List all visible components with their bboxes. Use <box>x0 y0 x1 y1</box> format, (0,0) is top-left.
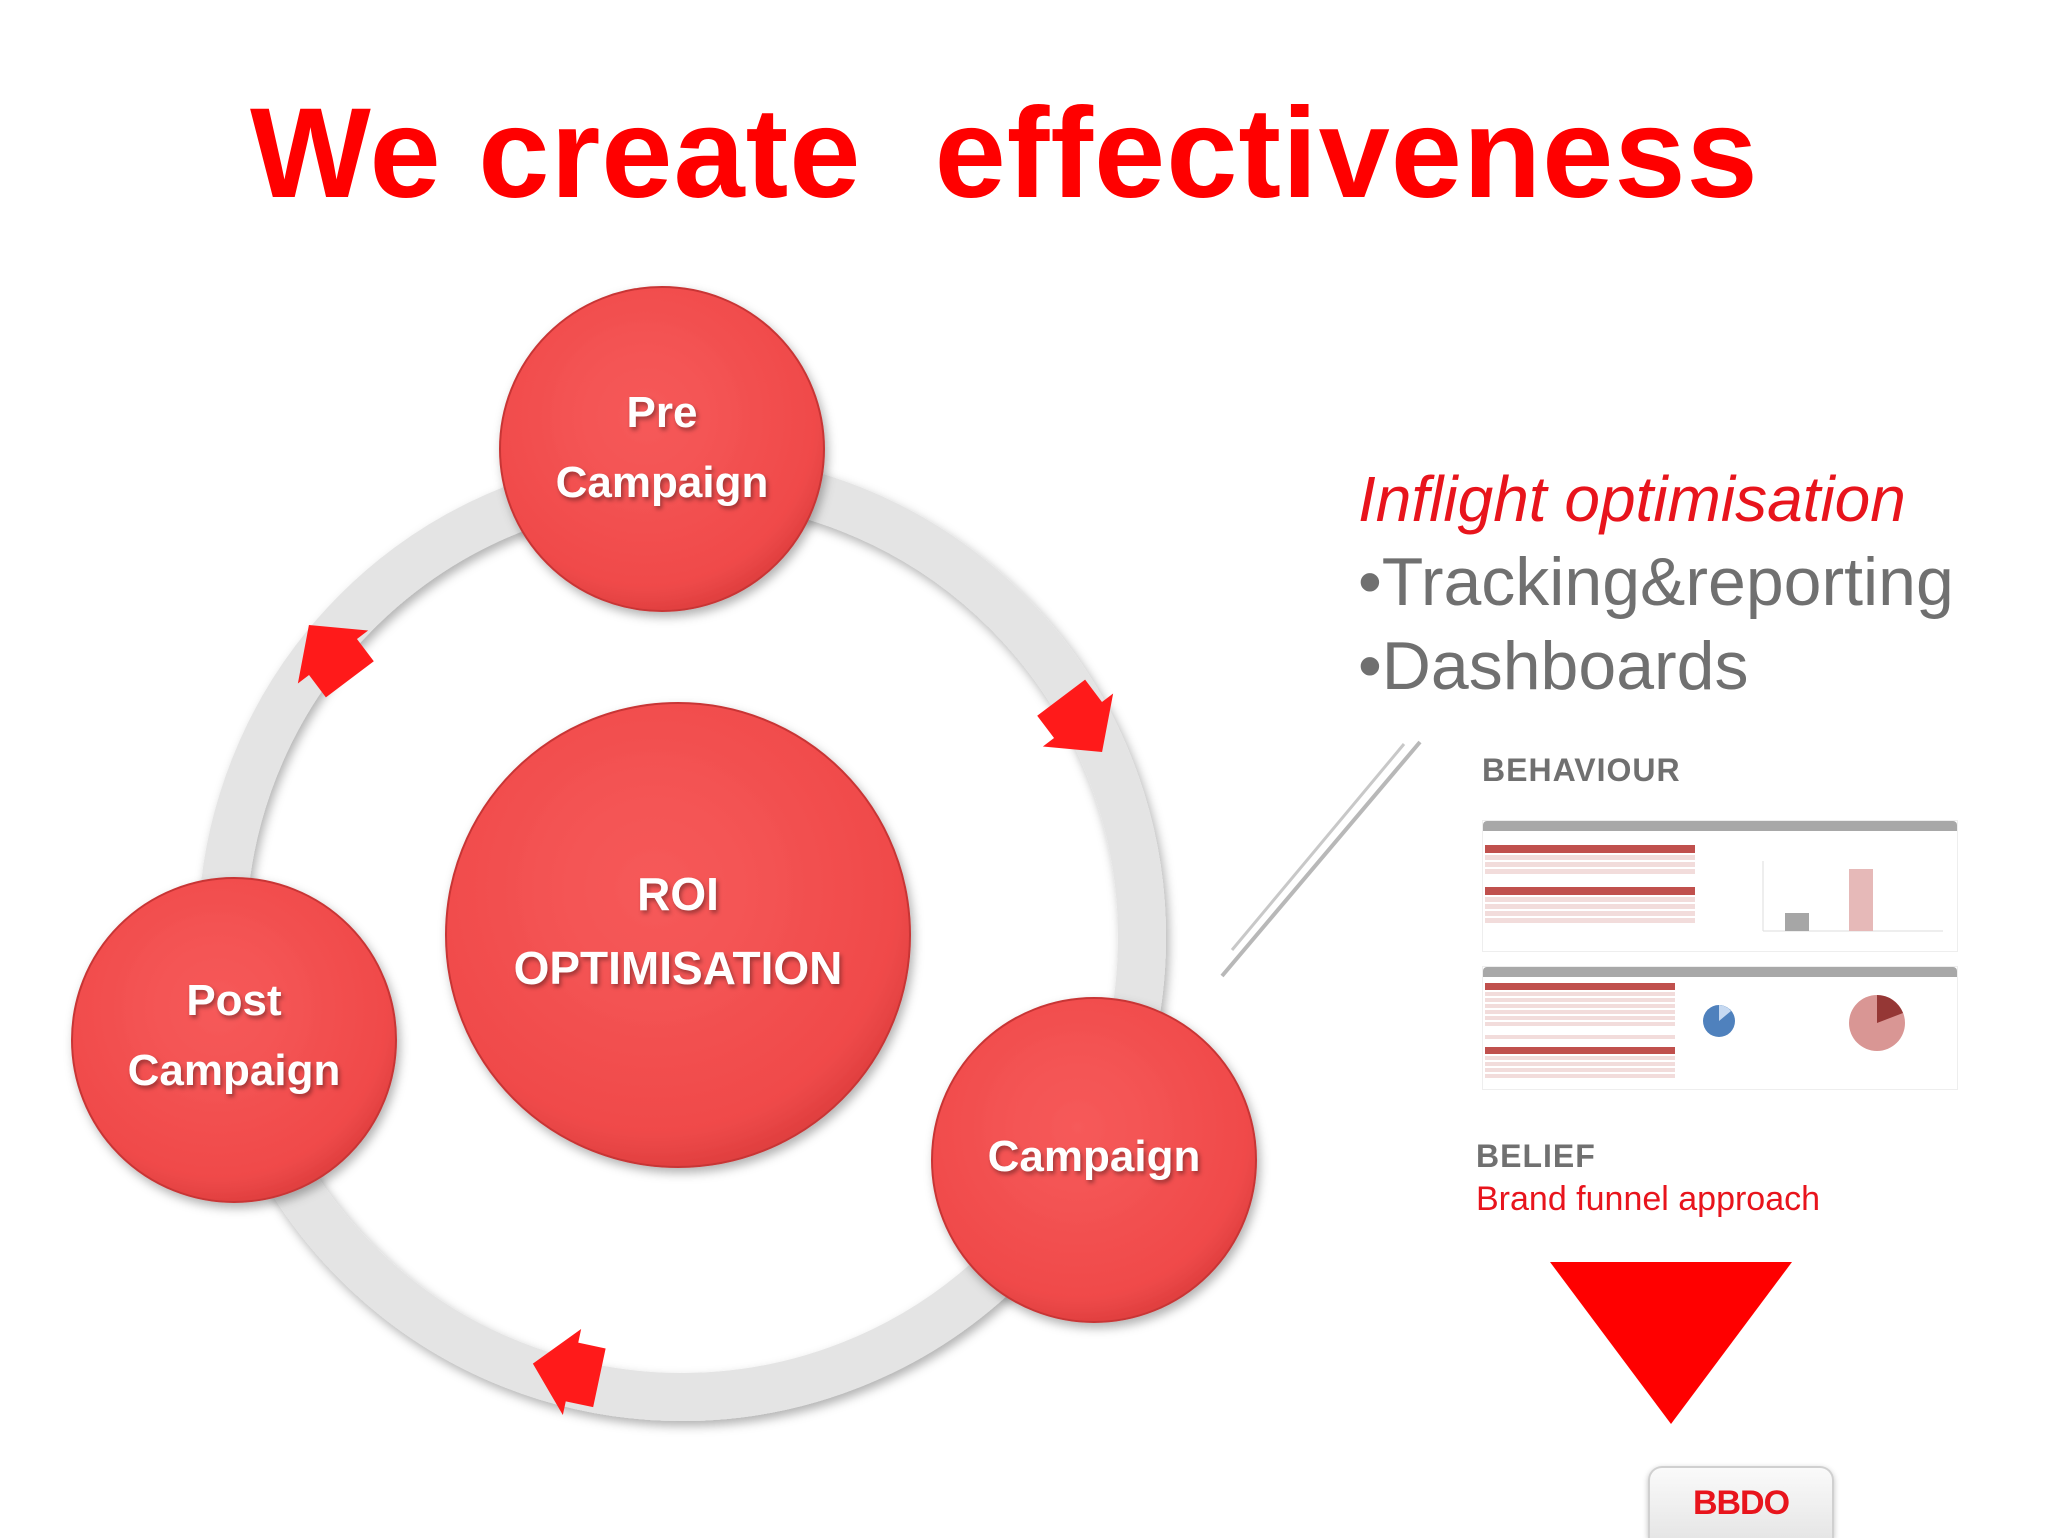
slide-title: We create effectiveness <box>250 82 1759 225</box>
brand-funnel-triangle <box>1550 1262 1792 1424</box>
belief-heading: BELIEF <box>1476 1138 1596 1174</box>
inflight-heading: Inflight optimisation <box>1358 463 1906 535</box>
connector-line <box>1230 743 1406 951</box>
dashboard-thumbnail-registrations <box>1482 820 1958 952</box>
behaviour-heading: BEHAVIOUR <box>1482 752 1681 788</box>
inflight-item: •Tracking&reporting <box>1358 544 1954 620</box>
pre-campaign-circle <box>499 286 825 612</box>
post-campaign-label: Post Campaign <box>127 976 341 1096</box>
belief-subtitle: Brand funnel approach <box>1476 1180 1821 1218</box>
roi-center-circle <box>445 702 911 1168</box>
arrow-left-icon <box>532 1328 606 1416</box>
dashboard-thumbnail-viral-effect <box>1482 966 1958 1090</box>
inflight-section: Inflight optimisation •Tracking&reportin… <box>1358 458 2018 708</box>
arrow-up-left-icon <box>297 625 374 698</box>
connector-line <box>1220 740 1422 978</box>
roi-optimisation-label: ROI OPTIMISATION <box>513 868 843 994</box>
arrow-down-right-icon <box>1037 679 1114 752</box>
post-campaign-circle <box>71 877 397 1203</box>
inflight-item: •Dashboards <box>1358 628 1749 704</box>
bbdo-logo-text: BBDO <box>1692 1483 1790 1522</box>
campaign-circle <box>931 997 1257 1323</box>
bbdo-logo: BBDO <box>1648 1466 1834 1538</box>
campaign-label: Campaign <box>987 1132 1201 1181</box>
pre-campaign-label: Pre Campaign <box>555 388 769 508</box>
